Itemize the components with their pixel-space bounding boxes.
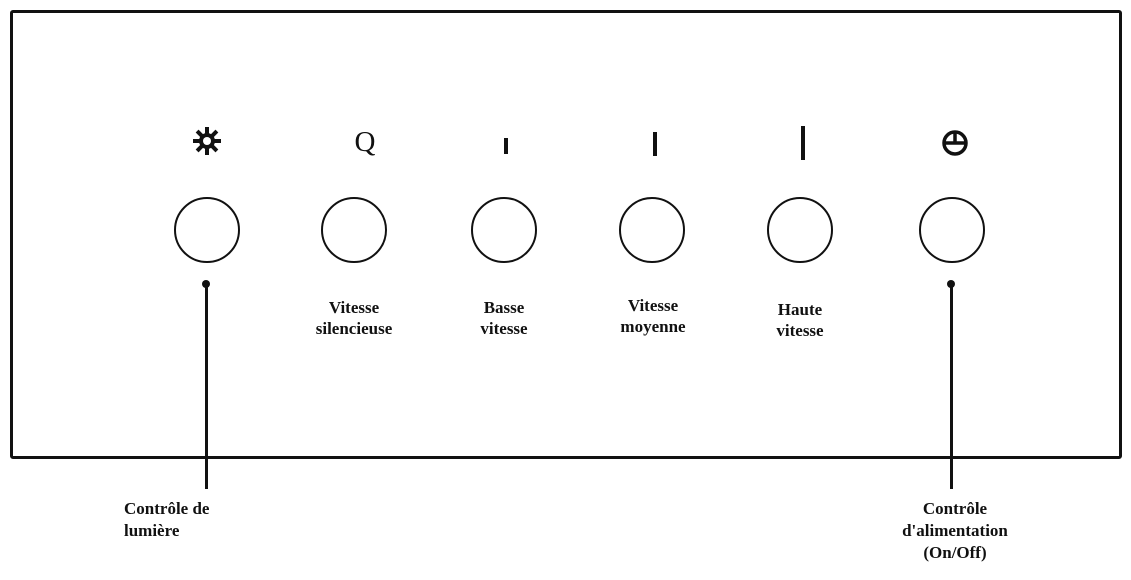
sun-icon xyxy=(193,127,221,155)
q-icon: Q xyxy=(354,126,376,158)
medium-bar-icon xyxy=(653,132,657,156)
high-speed-button[interactable] xyxy=(767,197,833,263)
high-speed-label: Haute vitesse xyxy=(776,300,824,340)
power-control-callout: Contrôle d'alimentation (On/Off) xyxy=(902,499,1008,562)
light-callout-line xyxy=(205,284,208,489)
power-callout-line xyxy=(950,284,953,489)
silent-speed-label: Vitesse silencieuse xyxy=(315,298,393,338)
medium-speed-label: Vitesse moyenne xyxy=(620,296,686,336)
short-bar-icon xyxy=(504,138,508,154)
tall-bar-icon xyxy=(801,126,805,160)
light-control-callout: Contrôle de lumière xyxy=(124,499,210,540)
light-button[interactable] xyxy=(174,197,240,263)
silent-speed-button[interactable] xyxy=(321,197,387,263)
power-button[interactable] xyxy=(919,197,985,263)
low-speed-label: Basse vitesse xyxy=(480,298,528,338)
low-speed-button[interactable] xyxy=(471,197,537,263)
power-icon xyxy=(942,130,968,156)
medium-speed-button[interactable] xyxy=(619,197,685,263)
